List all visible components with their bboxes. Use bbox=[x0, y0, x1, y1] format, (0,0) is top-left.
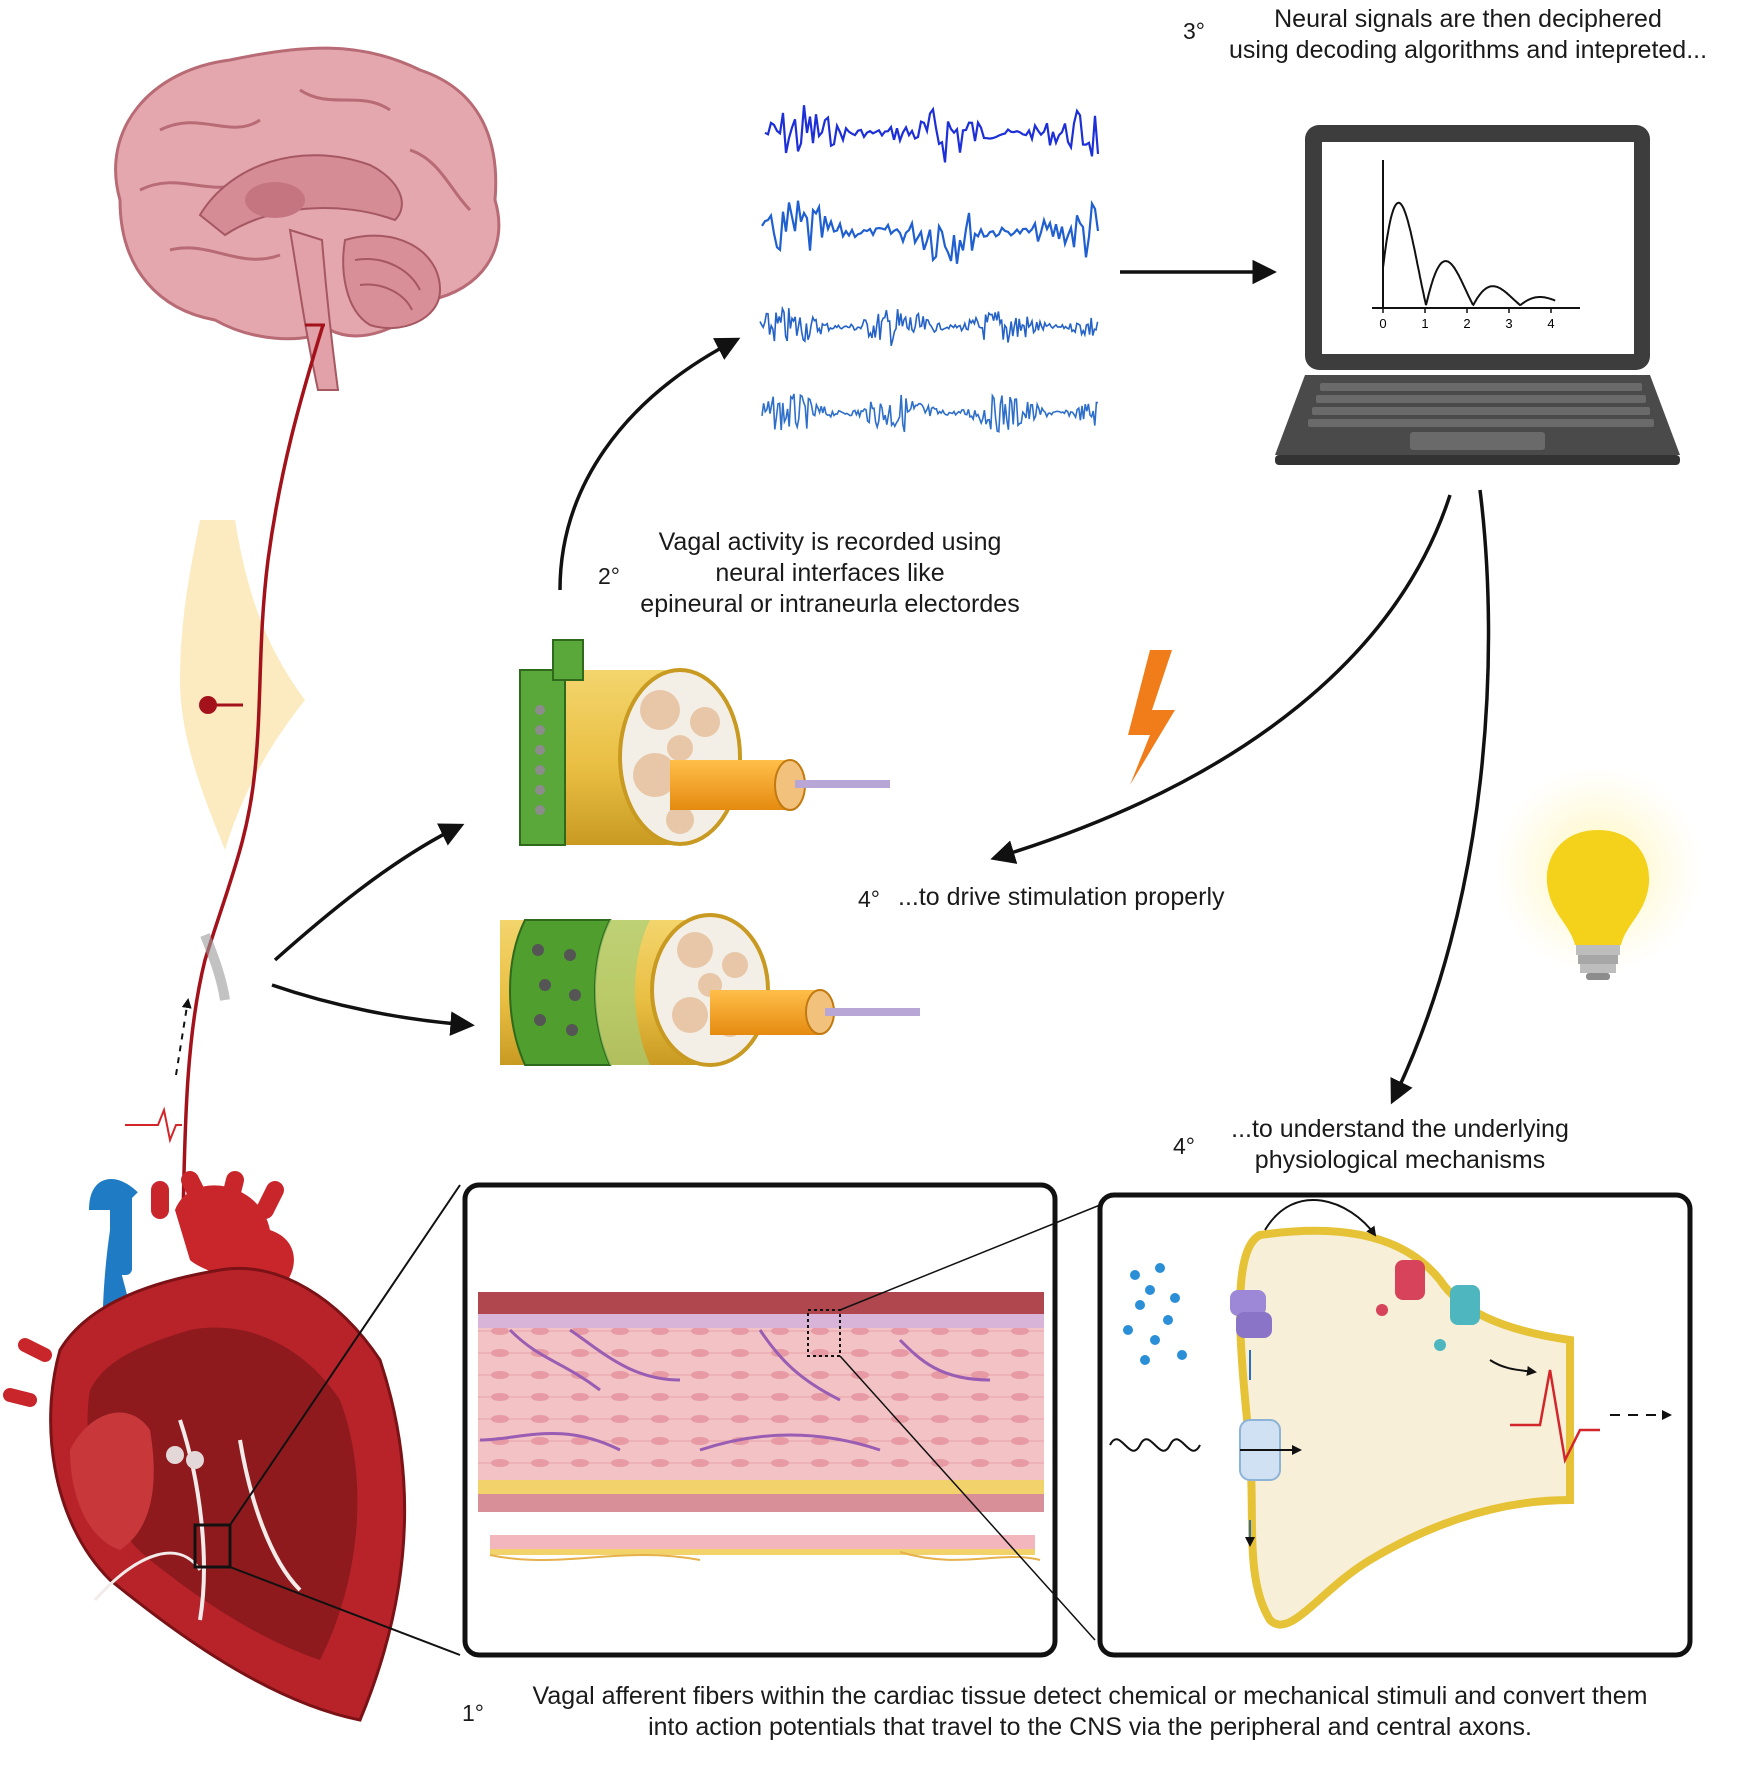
mechanical-stimulus-wave-icon bbox=[1109, 1438, 1201, 1452]
step-4b-number: 4° bbox=[1173, 1133, 1195, 1159]
arrow-to-cuff-electrode bbox=[273, 823, 465, 962]
signal-trace-4 bbox=[761, 392, 1099, 433]
step-2-number: 2° bbox=[598, 563, 620, 589]
intraneural-electrode-icon bbox=[500, 913, 920, 1067]
plot-tick-label: 3 bbox=[1505, 316, 1512, 331]
step-4a-label: ...to drive stimulation properly bbox=[898, 883, 1225, 911]
step-4a-number: 4° bbox=[858, 886, 880, 912]
signal-trace-1 bbox=[764, 105, 1100, 163]
heart-zoom-region bbox=[193, 1523, 232, 1569]
laptop-icon: 0 1 2 3 4 bbox=[1275, 125, 1680, 465]
action-potential-small-icon bbox=[125, 1106, 182, 1144]
step-3-number: 3° bbox=[1183, 18, 1205, 44]
decoded-signal-curve bbox=[1382, 201, 1556, 307]
vagus-nerve bbox=[175, 323, 325, 1216]
heart-icon bbox=[3, 1171, 407, 1722]
ion-channel-red-icon bbox=[1376, 1260, 1425, 1316]
neural-signal-traces bbox=[759, 105, 1100, 433]
plot-x-ticks: 0 1 2 3 4 bbox=[1379, 308, 1555, 331]
chemical-molecules-icon bbox=[1123, 1263, 1187, 1365]
cardiac-tissue-panel bbox=[462, 1182, 1058, 1658]
arrow-to-signals bbox=[558, 337, 741, 591]
arrow-to-stimulation bbox=[990, 494, 1452, 864]
signal-trace-2 bbox=[761, 200, 1100, 264]
ion-channel-teal-icon bbox=[1434, 1285, 1480, 1351]
cuff-electrode-icon bbox=[519, 639, 890, 846]
arrow-to-intraneural-electrode bbox=[271, 983, 475, 1036]
plot-tick-label: 4 bbox=[1547, 316, 1554, 331]
brain-icon bbox=[114, 46, 501, 391]
tissue-zoom-region bbox=[807, 1309, 841, 1357]
nerve-ending-panel bbox=[1097, 1192, 1693, 1658]
step-1-number: 1° bbox=[462, 1700, 484, 1726]
action-potential-icon bbox=[1510, 1369, 1600, 1464]
step-1-label: Vagal afferent fibers within the cardiac… bbox=[532, 1682, 1648, 1741]
arrow-to-understanding bbox=[1390, 489, 1491, 1105]
step-2-label: Vagal activity is recorded using neural … bbox=[640, 528, 1020, 618]
light-bulb-icon bbox=[1493, 765, 1703, 980]
plot-tick-label: 0 bbox=[1379, 316, 1386, 331]
signal-trace-3 bbox=[759, 305, 1099, 346]
step-3-label: Neural signals are then deciphered using… bbox=[1228, 5, 1708, 64]
lightning-bolt-icon bbox=[1128, 650, 1175, 785]
plot-tick-label: 2 bbox=[1463, 316, 1470, 331]
mechanosensitive-channel-icon bbox=[1239, 1419, 1302, 1481]
step-4b-label: ...to understand the underlying physiolo… bbox=[1231, 1115, 1569, 1174]
ion-channel-purple-icon bbox=[1230, 1290, 1272, 1338]
plot-tick-label: 1 bbox=[1421, 316, 1428, 331]
